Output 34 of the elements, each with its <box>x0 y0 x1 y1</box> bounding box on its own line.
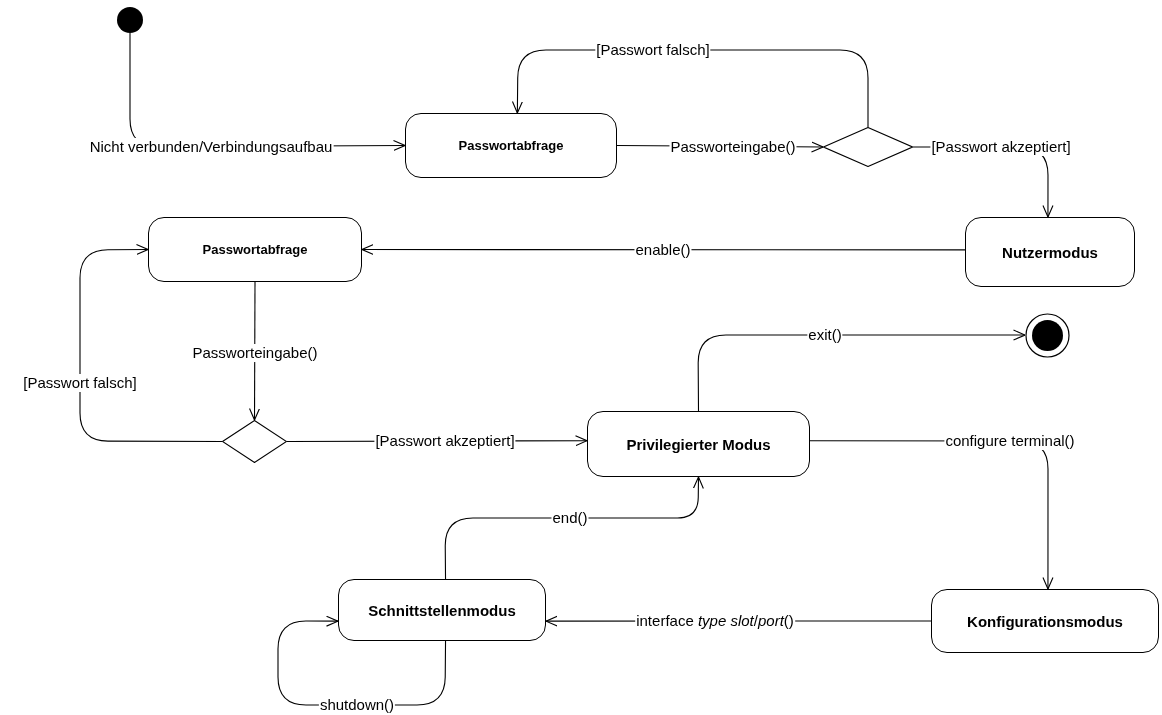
decision-diamond <box>222 420 287 463</box>
state-box <box>965 217 1135 287</box>
edge-label: exit() <box>807 326 843 344</box>
edge-label: end() <box>551 509 589 527</box>
state-name: Nutzermodus <box>1002 243 1098 261</box>
edge-label: [Passwort falsch] <box>22 374 138 392</box>
state-box <box>338 579 546 641</box>
state-box <box>405 113 617 178</box>
edge-label: configure terminal() <box>944 432 1076 450</box>
state-box <box>148 217 362 282</box>
transition-arrow <box>697 329 1026 412</box>
edge-label: interface type slot/port() <box>635 612 795 630</box>
edge-label: [Passwort akzeptiert] <box>930 138 1072 156</box>
edge-label: Passworteingabe() <box>669 138 797 156</box>
initial-state-circle <box>117 7 143 33</box>
decision-diamond <box>823 127 913 167</box>
state-name: Privilegierter Modus <box>626 435 771 453</box>
edge-label: [Passwort falsch] <box>595 41 711 59</box>
state-box <box>931 589 1159 653</box>
edge-label: enable() <box>634 241 692 259</box>
edge-label: shutdown() <box>318 696 396 714</box>
final-state-circle <box>1025 313 1070 358</box>
state-name: Schnittstellenmodus <box>368 601 516 619</box>
state-box <box>587 411 810 477</box>
transition-arrow <box>361 243 966 256</box>
transition-arrow <box>249 281 261 421</box>
edge-label: Passworteingabe() <box>191 344 319 362</box>
edge-label: [Passwort akzeptiert] <box>374 432 516 450</box>
transition-arrow <box>79 244 223 443</box>
state-name: Passwortabfrage <box>458 138 564 153</box>
edge-label: Nicht verbunden/Verbindungsaufbau <box>88 138 334 156</box>
transition-arrow <box>444 476 704 580</box>
state-name: Konfigurationsmodus <box>967 612 1123 630</box>
state-name: Passwortabfrage <box>202 242 308 257</box>
